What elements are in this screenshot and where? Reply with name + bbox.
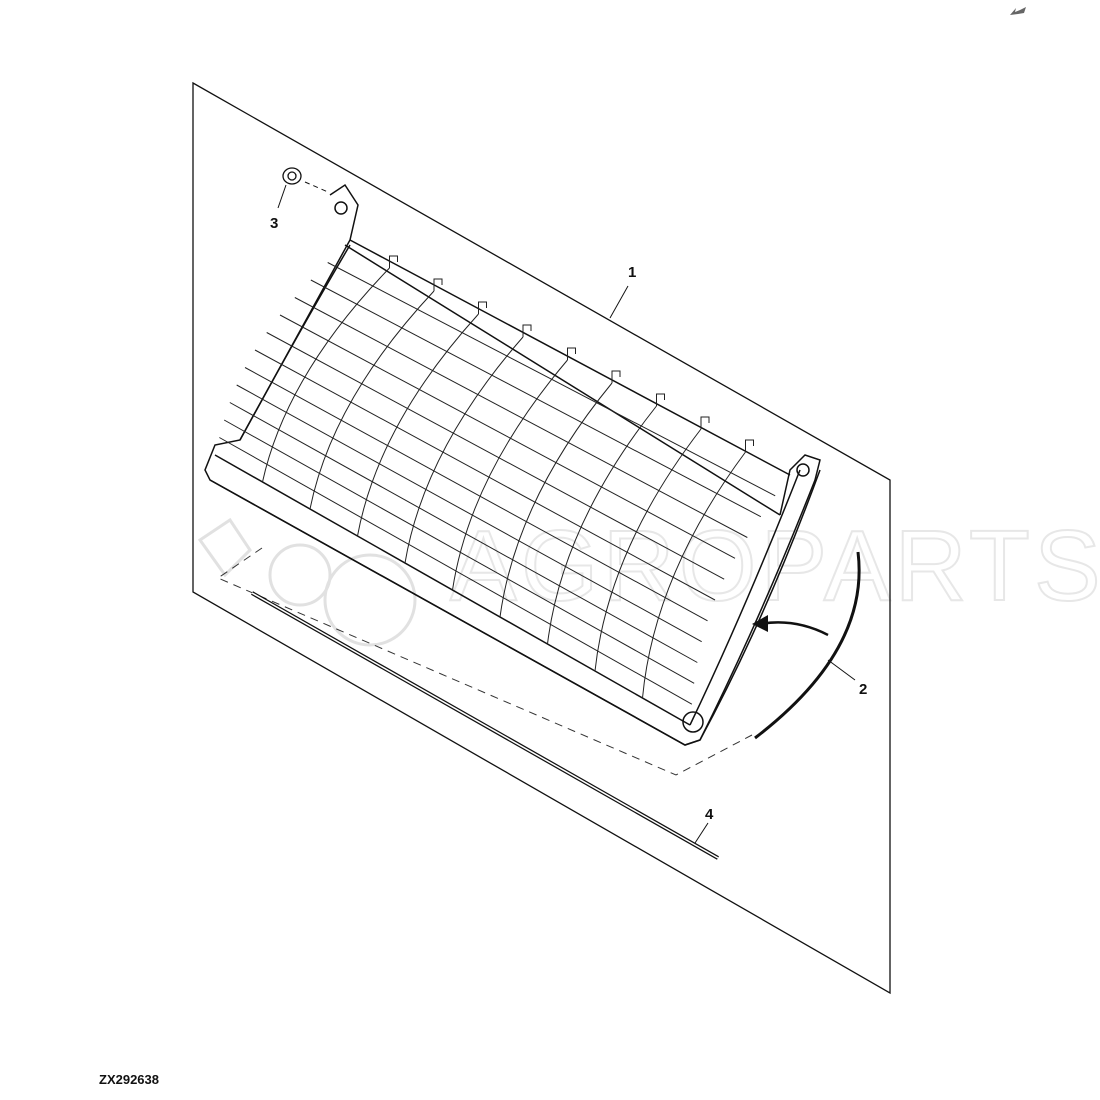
grate-rib xyxy=(309,290,435,510)
callout-2: 2 xyxy=(859,681,868,698)
grate-rib xyxy=(594,428,702,672)
watermark-logo: AGROPARTS xyxy=(197,509,1100,647)
grate-bar xyxy=(244,367,708,622)
grate-bar xyxy=(266,332,725,580)
grate-bar xyxy=(236,384,702,643)
grate-hook xyxy=(433,278,443,291)
grate-hook xyxy=(611,370,621,383)
callout-3: 3 xyxy=(270,215,279,232)
grate-bar xyxy=(310,279,762,518)
grate-rib xyxy=(262,267,390,483)
grate-rib xyxy=(642,451,746,699)
grate-bar xyxy=(294,297,748,538)
rim-bar xyxy=(754,551,861,740)
leader-lines xyxy=(277,184,856,844)
grate-hook xyxy=(567,347,576,360)
dashed-outline xyxy=(216,547,753,776)
grate-hook xyxy=(745,439,754,452)
rotation-arrow xyxy=(759,621,829,637)
part-3-nut xyxy=(282,167,302,185)
arrow-back-icon[interactable] xyxy=(1008,3,1028,17)
grate-rib xyxy=(499,382,613,618)
grate-hook xyxy=(656,393,665,406)
grate-bar xyxy=(254,349,716,601)
grate-hook xyxy=(389,255,398,268)
svg-text:AGROPARTS: AGROPARTS xyxy=(450,510,1100,622)
callout-4: 4 xyxy=(705,806,714,823)
concave-grate xyxy=(204,183,821,746)
background-panel xyxy=(192,81,891,995)
grate-rib xyxy=(547,405,657,645)
grate-bar xyxy=(223,419,695,684)
callout-1: 1 xyxy=(628,264,637,281)
grate-bar xyxy=(229,402,698,663)
grate-hook xyxy=(700,416,710,429)
grate-bar xyxy=(279,314,736,559)
grate-rib xyxy=(404,336,524,564)
grate-bars xyxy=(219,255,776,705)
grate-rib xyxy=(452,359,568,591)
grate-hook xyxy=(478,301,487,314)
grate-rib xyxy=(357,313,479,537)
figure-id: ZX292638 xyxy=(99,1072,159,1087)
grate-hook xyxy=(522,324,532,337)
